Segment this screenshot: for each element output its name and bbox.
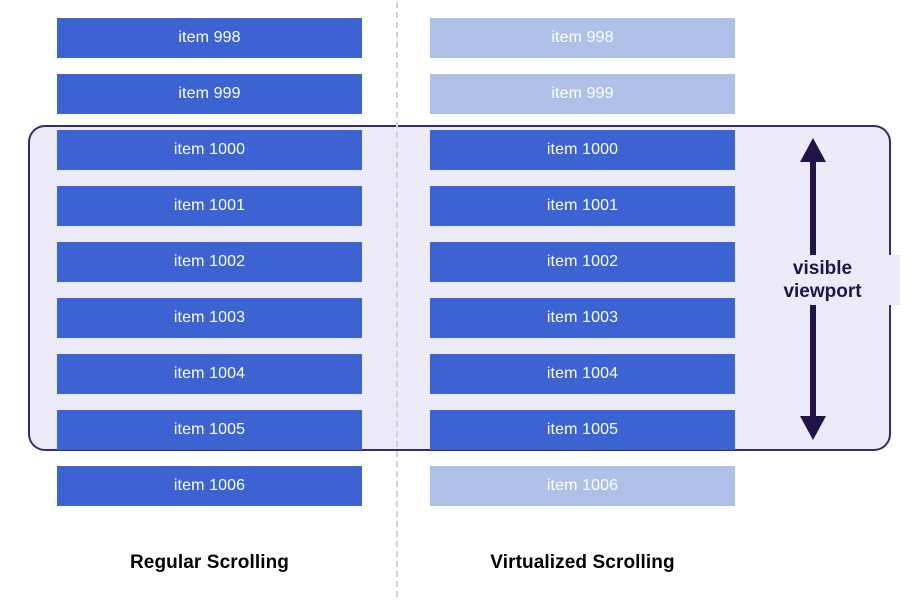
list-item-label: item 1002 (173, 253, 246, 270)
list-item-label: item 999 (551, 85, 614, 102)
list-item-label: item 1006 (173, 477, 246, 494)
list-item-label: item 1004 (173, 365, 246, 382)
column-divider (396, 2, 398, 597)
list-item[interactable]: item 1003 (57, 298, 362, 338)
visible-viewport-label-line2: viewport (783, 281, 862, 302)
visible-viewport-label-line1: visible (792, 258, 853, 279)
list-item-label: item 999 (178, 85, 241, 102)
list-item-label: item 1000 (173, 141, 246, 158)
list-item-label: item 1003 (173, 309, 246, 326)
list-item[interactable]: item 1001 (430, 186, 735, 226)
virtualized-scrolling-column: item 998 item 999 item 1000 item 1001 item 1… (430, 18, 735, 522)
list-item[interactable]: item 1004 (430, 354, 735, 394)
list-item-label: item 1005 (173, 421, 246, 438)
list-item-label: item 1003 (546, 309, 619, 326)
list-item[interactable]: item 1006 (57, 466, 362, 506)
regular-scrolling-column: item 998 item 999 item 1000 item 1001 item 1… (57, 18, 362, 522)
list-item[interactable]: item 1005 (57, 410, 362, 450)
list-item[interactable]: item 999 (430, 74, 735, 114)
list-item-label: item 1000 (546, 141, 619, 158)
list-item[interactable]: item 1004 (57, 354, 362, 394)
list-item[interactable]: item 1001 (57, 186, 362, 226)
list-item-label: item 1006 (546, 477, 619, 494)
list-item[interactable]: item 998 (57, 18, 362, 58)
list-item[interactable]: item 1006 (430, 466, 735, 506)
list-item-label: item 1001 (173, 197, 246, 214)
list-item[interactable]: item 1000 (57, 130, 362, 170)
list-item-label: item 1001 (546, 197, 619, 214)
list-item-label: item 998 (551, 29, 614, 46)
list-item-label: item 1004 (546, 365, 619, 382)
list-item[interactable]: item 1000 (430, 130, 735, 170)
list-item[interactable]: item 1005 (430, 410, 735, 450)
list-item[interactable]: item 1002 (430, 242, 735, 282)
list-item[interactable]: item 1002 (57, 242, 362, 282)
visible-viewport-label: visible viewport (745, 255, 900, 305)
list-item[interactable]: item 1003 (430, 298, 735, 338)
list-item-label: item 1005 (546, 421, 619, 438)
list-item-label: item 1002 (546, 253, 619, 270)
list-item-label: item 998 (178, 29, 241, 46)
caption-regular-scrolling: Regular Scrolling (129, 552, 289, 573)
caption-virtualized-scrolling: Virtualized Scrolling (490, 552, 675, 573)
list-item[interactable]: item 998 (430, 18, 735, 58)
list-item[interactable]: item 999 (57, 74, 362, 114)
